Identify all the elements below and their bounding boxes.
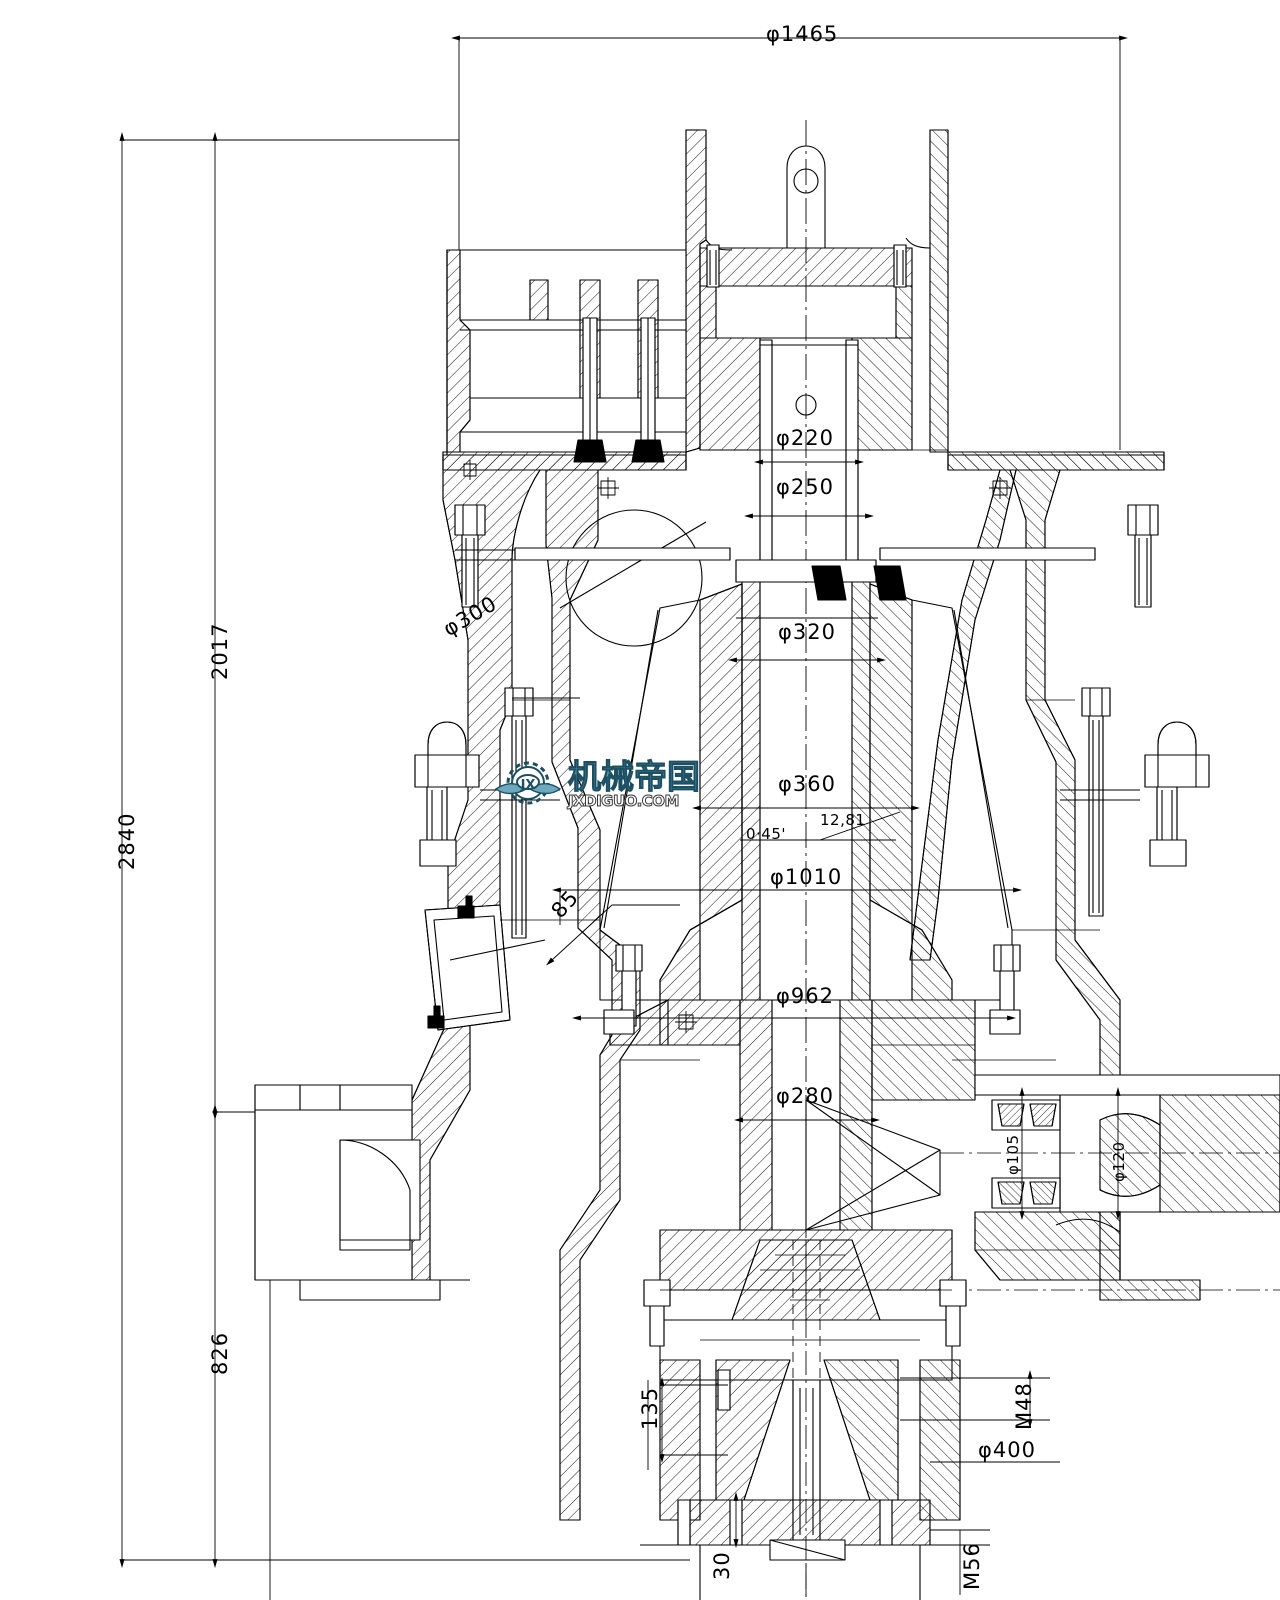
dim-bore-250-label: φ250 <box>776 475 834 499</box>
dim-thread-m56-label: M56 <box>960 1542 984 1590</box>
dim-bore-360-label: φ360 <box>778 772 836 796</box>
hidden-lines <box>792 1240 821 1600</box>
dim-angle-045-label: 0·45' <box>746 825 787 843</box>
hydraulic-rods <box>573 317 665 463</box>
inner-dimension-lines <box>546 459 1121 1595</box>
dim-135-label: 135 <box>638 1386 662 1430</box>
dim-bore-280-label: φ280 <box>776 1084 834 1108</box>
dim-upper-height-label: 2017 <box>208 622 232 680</box>
dim-overall-width-label: φ1465 <box>766 22 839 46</box>
dim-30-label: 30 <box>710 1551 734 1580</box>
dim-thread-m48-label: M48 <box>1012 1382 1036 1430</box>
dim-overall-height-label: 2840 <box>115 812 139 870</box>
bowl-flange-bolts <box>706 244 907 288</box>
dim-bore-400-label: φ400 <box>978 1438 1036 1462</box>
dim-bore-1010-label: φ1010 <box>770 865 843 889</box>
dim-bore-220-label: φ220 <box>776 426 834 450</box>
phi300-circle <box>565 509 703 647</box>
dim-taper-1281-label: 12,81 <box>820 811 866 829</box>
dim-bore-120-label: φ120 <box>1110 1141 1128 1182</box>
dim-bore-962-label: φ962 <box>776 984 834 1008</box>
door-bolts <box>427 895 475 1029</box>
bolt-hole-symbols <box>460 460 1011 1033</box>
dim-bore-105-label: φ105 <box>1004 1134 1022 1175</box>
tapered-roller-bearings <box>991 1099 1061 1209</box>
dim-lower-height-label: 826 <box>208 1331 232 1375</box>
flange-bolt-assemblies <box>414 504 1210 1546</box>
dim-bore-320-label: φ320 <box>778 620 836 644</box>
